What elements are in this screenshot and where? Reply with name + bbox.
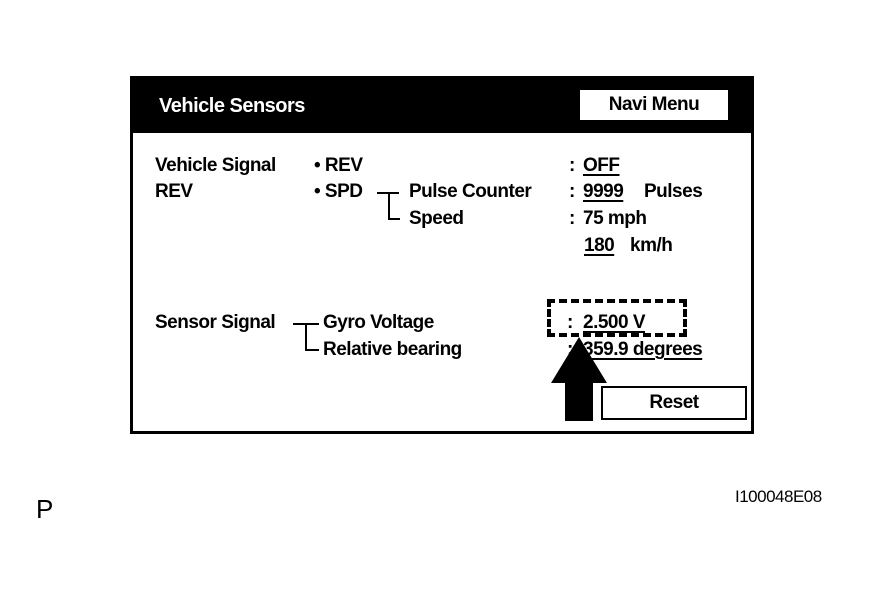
relative-bearing-value: 359.9 degrees xyxy=(583,339,703,360)
spd-item: • SPD xyxy=(314,181,363,202)
reset-button[interactable]: Reset xyxy=(601,386,747,420)
relative-bearing-label: Relative bearing xyxy=(323,339,462,360)
sensor-bracket xyxy=(305,323,319,351)
vehicle-signal-sublabel: REV xyxy=(155,181,193,202)
figure-side-label: P xyxy=(36,494,54,524)
sensor-signal-label: Sensor Signal xyxy=(155,312,276,333)
pulse-unit: Pulses xyxy=(644,181,703,202)
gyro-voltage-value: 2.500 V xyxy=(583,312,646,333)
rev-item: • REV xyxy=(314,155,363,176)
speed-mph-value: 75 mph xyxy=(583,208,647,229)
vehicle-signal-label: Vehicle Signal xyxy=(155,155,276,176)
navi-menu-button[interactable]: Navi Menu xyxy=(579,89,729,121)
gyro-separator: : xyxy=(567,312,573,333)
gyro-voltage-highlight-box xyxy=(547,299,687,337)
up-arrow-icon xyxy=(551,337,607,421)
pulse-separator: : xyxy=(569,181,575,202)
title-bar: Vehicle Sensors Navi Menu xyxy=(133,79,751,133)
rev-separator: : xyxy=(569,155,575,176)
vehicle-sensors-screen: Vehicle Sensors Navi Menu Vehicle Signal… xyxy=(130,76,754,434)
figure-code: I100048E08 xyxy=(735,487,822,506)
screen-title: Vehicle Sensors xyxy=(159,95,305,117)
bearing-separator: : xyxy=(567,339,573,360)
spd-bracket xyxy=(388,192,400,220)
rev-value: OFF xyxy=(583,155,620,176)
pulse-counter-label: Pulse Counter xyxy=(409,181,532,202)
gyro-voltage-label: Gyro Voltage xyxy=(323,312,434,333)
speed-kmh-unit: km/h xyxy=(630,235,673,256)
speed-label: Speed xyxy=(409,208,464,229)
pulse-value: 9999 xyxy=(583,181,624,202)
speed-separator: : xyxy=(569,208,575,229)
speed-kmh-value: 180 xyxy=(584,235,615,256)
